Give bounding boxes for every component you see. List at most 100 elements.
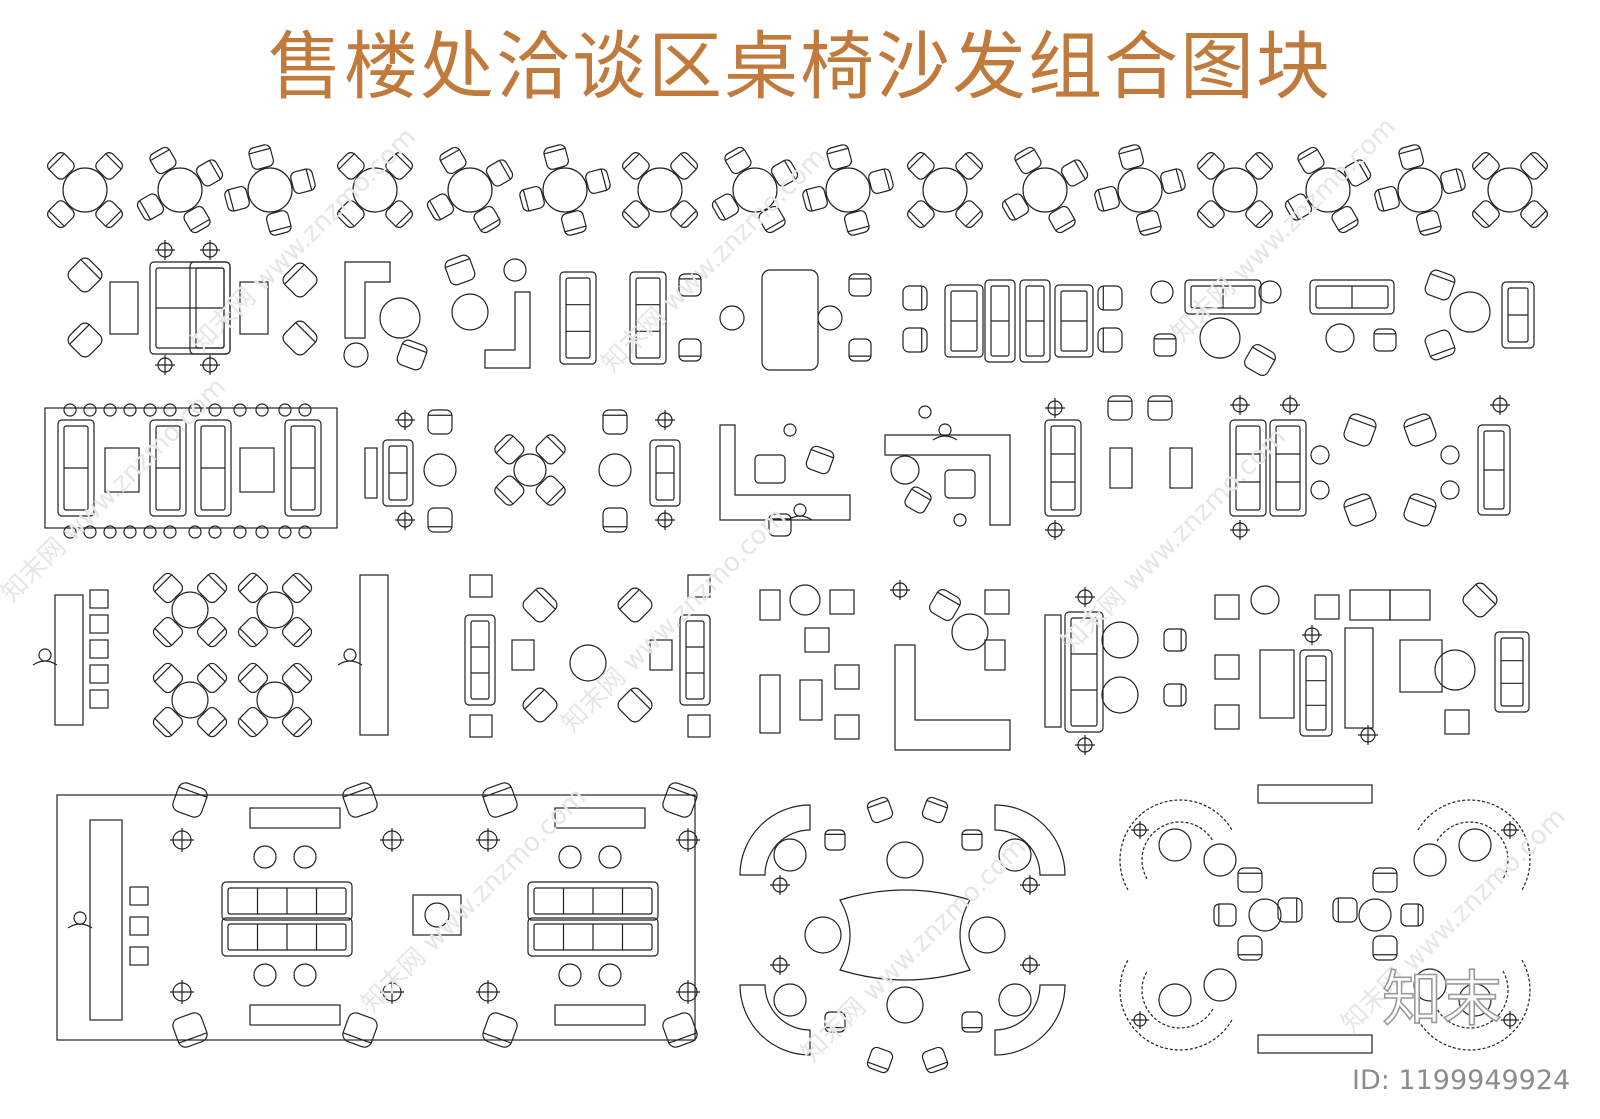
chair-icon [1160,168,1186,195]
chair-back [239,717,258,736]
chair-icon [929,589,961,621]
chair-seat [1472,200,1500,228]
chair-seat [678,338,702,362]
chair-icon [172,782,208,818]
armchair [1214,654,1240,680]
reception-desk [719,424,851,521]
chair-icon [907,200,935,228]
dining-table [352,167,398,213]
round-table [804,916,842,954]
chair-icon [482,782,518,818]
curved-sofa [994,804,1066,876]
chair-back [440,149,460,162]
curved-sofa [739,804,811,876]
armchair [1214,704,1240,730]
chair-seat [522,687,558,723]
chair-back [269,225,292,233]
chair-icon [678,338,702,362]
chair-icon [961,829,983,851]
chair-back [105,153,122,170]
chair-seat [1373,328,1397,352]
coffee-table [1169,447,1193,489]
round-table [1434,649,1476,691]
chair-seat [824,1011,846,1033]
chair-seat [485,159,514,187]
chair-icon [662,1012,698,1048]
chair-back [680,153,697,170]
chair-back [867,799,889,809]
chair-icon [1343,159,1372,187]
chair-seat [342,1012,378,1048]
cabinet [1349,589,1391,621]
sofa-cushion-area [1275,425,1301,511]
chair-seat [1403,493,1437,527]
stool [255,525,269,539]
long-table [554,807,646,829]
chair-seat [543,144,570,170]
ottoman [424,902,450,928]
chair-seat [67,257,103,293]
round-table [451,293,489,331]
chair-back [1377,189,1385,212]
chair-back [69,324,90,345]
curved-booth [1119,959,1233,1051]
chair-icon [1462,582,1498,618]
chair-seat [152,616,184,648]
sofa [1299,649,1333,737]
chair-seat [337,152,365,180]
chair-seat [494,434,525,465]
chair-icon [522,687,558,723]
chair-seat [1197,152,1225,180]
chair-icon [1343,493,1377,527]
coffee-table [649,639,673,671]
stool [233,525,247,539]
chair-seat [152,662,184,694]
round-table [1158,828,1192,862]
stool [143,403,157,417]
chair-seat [95,200,123,228]
chair-icon [1424,329,1456,361]
chair-seat [662,1012,698,1048]
chair-back [600,168,608,191]
chair-icon [183,205,211,234]
chair-back [190,218,210,231]
stool [298,525,312,539]
chair-icon [1245,200,1273,228]
long-table [1257,784,1373,804]
chair-back [725,149,745,162]
chair-seat [1372,935,1398,961]
chair-icon [152,706,184,738]
chair-icon [866,796,894,824]
chair-seat [385,152,413,180]
sofa [1044,419,1082,517]
chair-seat [1097,327,1123,353]
chair-icon [535,434,566,465]
chair-back [867,1061,889,1071]
chair-back [908,210,925,227]
chair-seat [1284,193,1313,221]
chair-icon [1424,269,1456,301]
chair-back [295,322,316,343]
chair-back [714,200,727,220]
chair-back [342,786,372,798]
chair-icon [826,144,853,170]
sofa [221,917,353,957]
sofa [284,419,322,517]
dining-table [62,167,108,213]
person-shoulders [32,660,58,666]
chair-seat [1415,210,1442,236]
chair-icon [824,829,846,851]
chair-icon [427,507,453,533]
chair-icon [494,475,525,506]
cabinet [984,639,1006,671]
chair-back [445,258,470,269]
chair-back [1430,346,1455,357]
chair-icon [337,152,365,180]
chair-seat [282,262,318,298]
curved-booth-inner [1141,821,1214,880]
stool [163,525,177,539]
chair-icon [1001,193,1030,221]
chair-icon [67,257,103,293]
chair-seat [622,200,650,228]
